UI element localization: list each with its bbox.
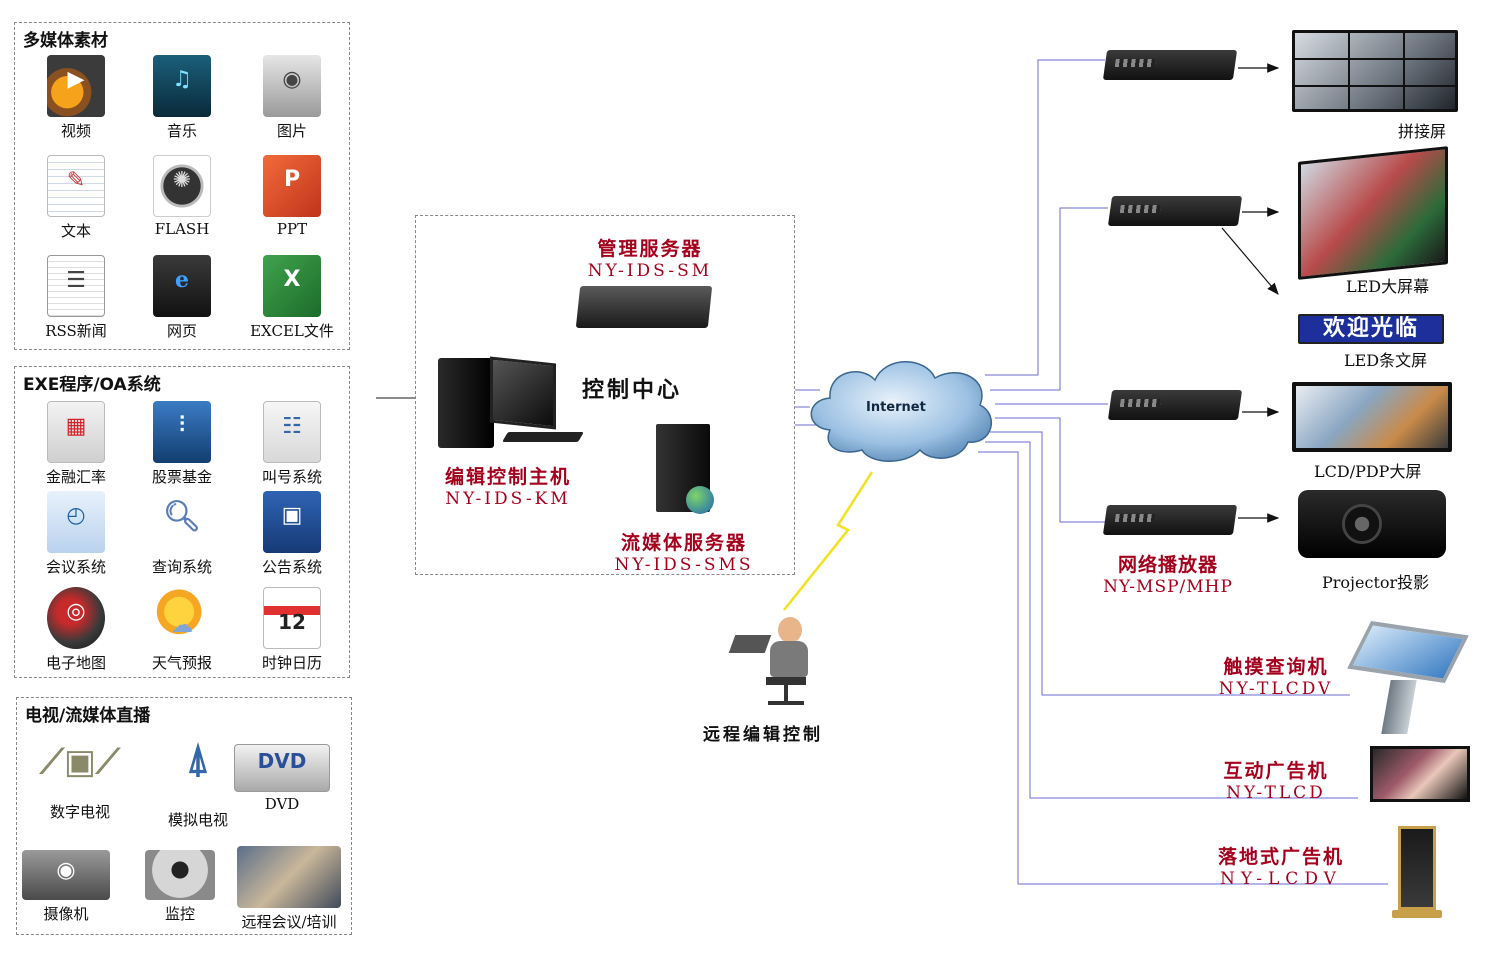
floor-ad-label: 落地式广告机 NY-LCDV <box>1217 846 1344 889</box>
projector-label: Projector投影 <box>1322 573 1430 592</box>
window-grid-icon: ▣ <box>263 491 321 553</box>
control-center-title: 控制中心 <box>582 378 683 403</box>
camera-icon: ◉ <box>263 55 321 117</box>
magnifier-icon: 🔍︎ <box>153 491 211 553</box>
cctv-icon <box>145 850 215 900</box>
rss-item: ☰ RSS新闻 <box>21 255 131 341</box>
exe-panel: EXE程序/OA系统 ▦ 金融汇率 ⫶ 股票基金 ☷ 叫号系统 ◴ 会议系统 🔍… <box>14 366 350 678</box>
network-player-4 <box>1102 505 1238 535</box>
globe-icon: ◎ <box>47 587 105 649</box>
projector-icon <box>1298 490 1446 558</box>
streaming-server-label: 流媒体服务器 NY-IDS-SMS <box>614 532 754 575</box>
remote-meeting-item: 远程会议/培训 <box>229 846 349 932</box>
multimedia-title: 多媒体素材 <box>23 31 108 51</box>
webpage-item: e 网页 <box>127 255 237 341</box>
multimedia-panel: 多媒体素材 ▶ 视频 ♫ 音乐 ◉ 图片 ✎ 文本 ✺ FLASH P PPT … <box>14 22 350 350</box>
remote-edit-label: 远程编辑控制 <box>703 725 823 745</box>
dvd-item: DVD DVD <box>227 736 337 813</box>
flash-icon: ✺ <box>153 155 211 217</box>
video-camera-icon: ◉ <box>22 850 110 900</box>
equalizer-icon: ⫶ <box>153 401 211 463</box>
camera-item: ◉ 摄像机 <box>11 850 121 924</box>
weather-item: ☁ 天气预报 <box>127 587 237 673</box>
network-player-label: 网络播放器 NY-MSP/MHP <box>1103 554 1233 597</box>
splice-screen-label: 拼接屏 <box>1398 122 1447 141</box>
network-player-3 <box>1107 390 1243 420</box>
internet-label: Internet <box>866 400 926 415</box>
conference-photo-icon <box>237 846 341 908</box>
led-strip-icon: 欢迎光临 <box>1298 314 1444 344</box>
stock-fund-item: ⫶ 股票基金 <box>127 401 237 487</box>
remote-user-icon <box>728 615 814 707</box>
tv-title: 电视/流媒体直播 <box>25 706 151 726</box>
picture-item: ◉ 图片 <box>237 55 347 141</box>
exchange-rate-item: ▦ 金融汇率 <box>21 401 131 487</box>
monitor-icon <box>490 356 556 430</box>
clock-document-icon: ◴ <box>47 491 105 553</box>
music-icon: ♫ <box>153 55 211 117</box>
text-item: ✎ 文本 <box>21 155 131 241</box>
rss-icon: ☰ <box>47 255 105 317</box>
excel-item: X EXCEL文件 <box>237 255 347 341</box>
document-icon: ✎ <box>47 155 105 217</box>
video-icon: ▶ <box>47 55 105 117</box>
interactive-ad-label: 互动广告机 NY-TLCD <box>1223 760 1329 803</box>
digital-tv-item: ⟋▣⟋ 数字电视 <box>25 736 135 822</box>
excel-icon: X <box>263 255 321 317</box>
exe-title: EXE程序/OA系统 <box>23 375 161 395</box>
finance-icon: ▦ <box>47 401 105 463</box>
monitor-item: 监控 <box>125 850 235 924</box>
tv-panel: 电视/流媒体直播 ⟋▣⟋ 数字电视 ⍋ 模拟电视 DVD DVD ◉ 摄像机 监… <box>16 697 352 935</box>
browser-icon: e <box>153 255 211 317</box>
network-player-2 <box>1107 196 1243 226</box>
touch-kiosk-label: 触摸查询机 NY-TLCDV <box>1218 656 1334 699</box>
rack-server-icon <box>575 286 713 328</box>
led-strip-text: 欢迎光临 <box>1322 316 1419 341</box>
ppt-item: P PPT <box>237 155 347 238</box>
notice-system-item: ▣ 公告系统 <box>237 491 347 577</box>
network-player-1 <box>1102 50 1238 80</box>
query-system-item: 🔍︎ 查询系统 <box>127 491 237 577</box>
lcd-screen-label: LCD/PDP大屏 <box>1314 462 1422 481</box>
internet-cloud <box>810 361 992 462</box>
workstation-icon <box>438 358 494 448</box>
dvd-player-icon: DVD <box>234 744 330 792</box>
music-item: ♫ 音乐 <box>127 55 237 141</box>
queue-system-item: ☷ 叫号系统 <box>237 401 347 487</box>
manager-server-label: 管理服务器 NY-IDS-SM <box>587 238 713 281</box>
meeting-system-item: ◴ 会议系统 <box>21 491 131 577</box>
keyboard-icon <box>502 432 584 442</box>
touch-kiosk-icon <box>1347 620 1469 740</box>
interactive-ad-icon <box>1370 746 1470 802</box>
map-item: ◎ 电子地图 <box>21 587 131 673</box>
led-big-screen-icon <box>1298 146 1448 280</box>
led-strip-label: LED条文屏 <box>1344 351 1428 370</box>
calendar-icon: 12 <box>263 587 321 649</box>
video-item: ▶ 视频 <box>21 55 131 141</box>
satellite-icon: ⟋▣⟋ <box>32 736 128 798</box>
antenna-tower-icon: ⍋ <box>169 728 227 806</box>
flash-item: ✺ FLASH <box>127 155 237 238</box>
led-big-screen-label: LED大屏幕 <box>1346 277 1430 296</box>
floor-ad-icon <box>1392 826 1442 920</box>
splice-screen-icon <box>1292 30 1458 112</box>
analog-tv-item: ⍋ 模拟电视 <box>143 728 253 830</box>
sun-cloud-icon: ☁ <box>153 587 211 649</box>
ppt-icon: P <box>263 155 321 217</box>
lcd-screen-icon <box>1292 382 1452 452</box>
list-icon: ☷ <box>263 401 321 463</box>
network-globe-icon <box>686 486 714 514</box>
editor-host-label: 编辑控制主机 NY-IDS-KM <box>444 466 571 509</box>
clock-calendar-item: 12 时钟日历 <box>237 587 347 673</box>
